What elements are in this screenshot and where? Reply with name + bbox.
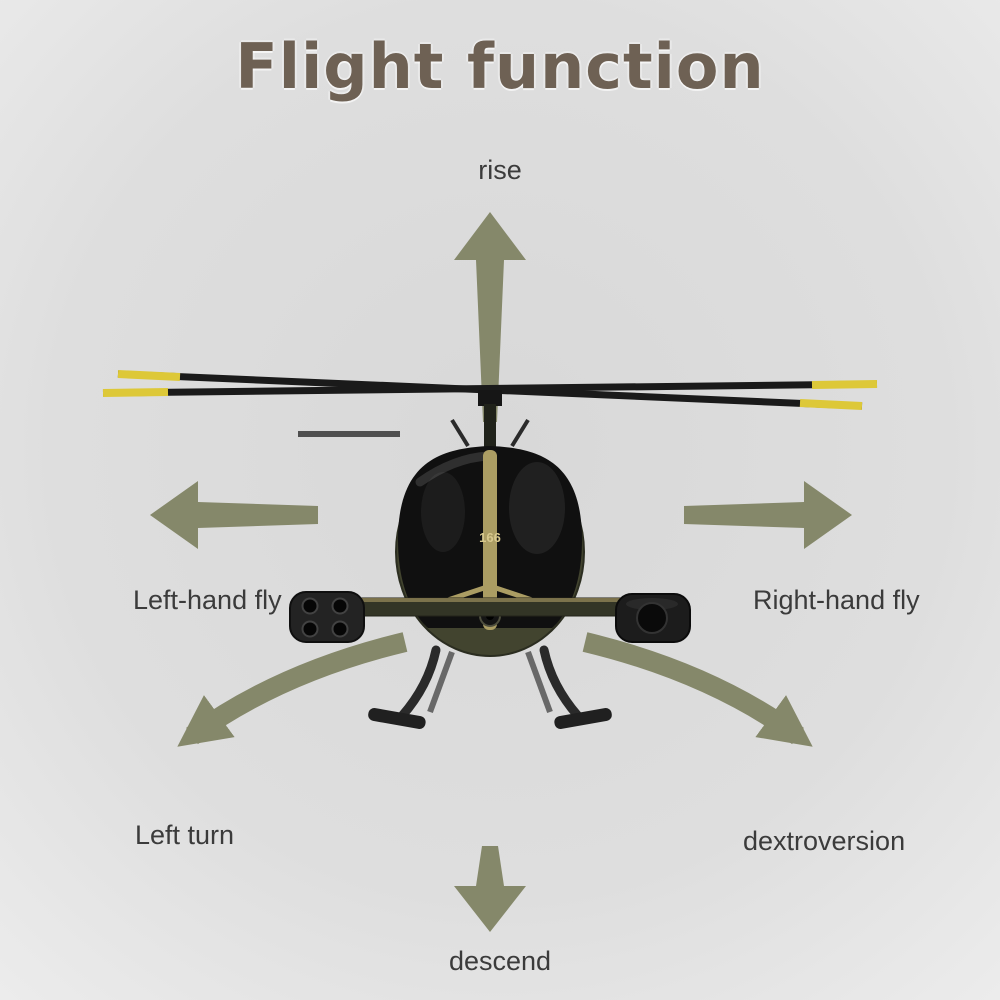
cabin-body: 166 [395,446,585,657]
left-rocket-pod-icon [289,591,365,643]
rotor-mast [298,390,530,454]
left-hand-fly-arrow-icon [150,481,318,549]
label-descend: descend [448,946,552,976]
left-turn-arrow-icon [177,632,408,747]
right-hand-fly-arrow-icon [684,481,852,549]
label-left-turn: Left turn [135,820,235,850]
dextroversion-arrow-icon [582,632,813,747]
descend-arrow-icon [454,846,526,932]
model-number-text: 166 [479,530,501,545]
page-title: Flight function [235,30,765,103]
label-left-hand-fly: Left-hand fly [133,585,282,615]
label-right-hand-fly: Right-hand fly [753,585,920,615]
landing-skids [368,645,612,729]
helicopter-illustration: 166 [102,370,878,729]
right-pod-icon [615,593,691,643]
label-rise: rise [478,155,522,185]
rise-arrow-icon [454,212,526,422]
label-dextroversion: dextroversion [743,826,906,856]
